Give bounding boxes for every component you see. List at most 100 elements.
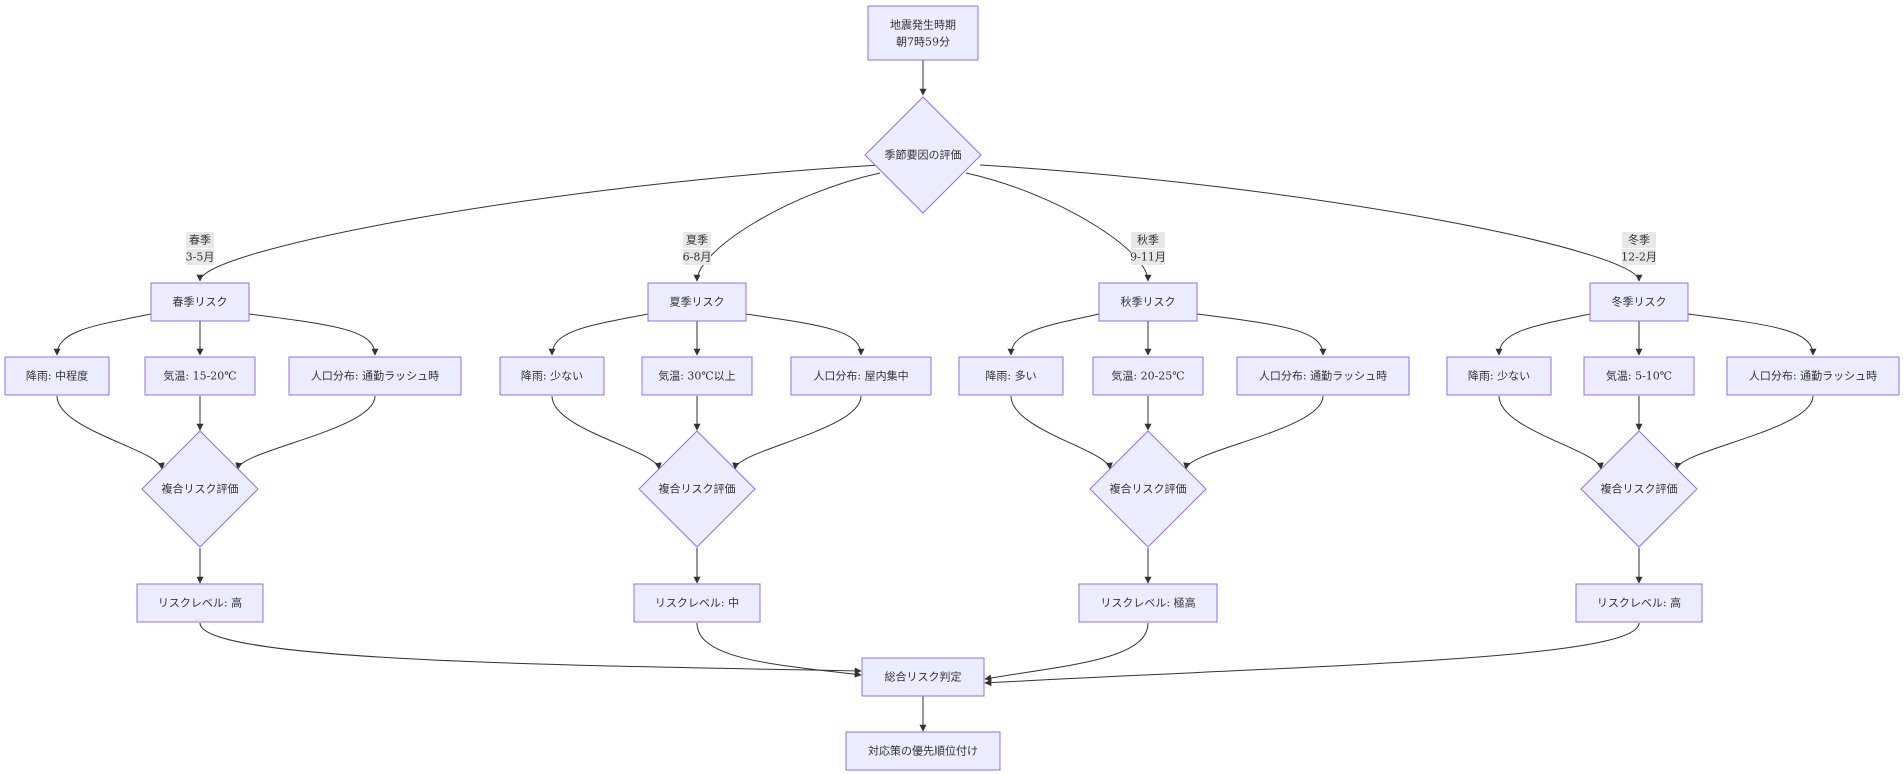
branch-2-edge-from-decision [693, 172, 881, 282]
branch-4-temp-node-label: 気温: 5-10℃ [1606, 369, 1672, 383]
branch-3-eval-node: 複合リスク評価 [1089, 430, 1207, 548]
branch-1-risk-node: 春季リスク [150, 282, 250, 322]
branch-2-level-node-box [633, 583, 761, 623]
branch-2-edge-pop-eval [732, 395, 862, 470]
branch-2-season-label-bg-2 [683, 249, 711, 265]
overall-node-label: 総合リスク判定 [885, 670, 962, 684]
branch-4-risk-node-label: 冬季リスク [1612, 295, 1667, 309]
branch-3-level-node-box [1078, 583, 1218, 623]
branch-1-season-label-text-1: 春季 [189, 234, 211, 247]
branch-2-season-label-text-2: 6-8月 [683, 251, 712, 264]
branch-4-level-node-label: リスクレベル: 高 [1597, 596, 1681, 610]
branch-2-risk-node-label: 夏季リスク [670, 296, 725, 309]
branch-1-eval-node: 複合リスク評価 [141, 430, 259, 548]
branch-1-rain-node-box [4, 356, 110, 396]
branch-1-temp-node: 気温: 15-20℃ [144, 356, 256, 396]
branch-4-level-node: リスクレベル: 高 [1575, 583, 1703, 623]
branch-2-pop-node-box [790, 356, 932, 396]
branch-2-pop-node-label: 人口分布: 屋内集中 [813, 369, 908, 383]
branch-3-eval-node-shape [1089, 430, 1207, 548]
branch-2-season-label-text-1: 夏季 [686, 234, 708, 247]
branch-4-temp-node-box [1583, 356, 1695, 396]
final-node-label: 対応策の優先順位付け [868, 744, 978, 758]
branch-1-temp-node-label: 気温: 15-20℃ [163, 369, 236, 383]
branch-2-eval-node-shape [638, 430, 756, 548]
edges [53, 60, 1817, 732]
branch-3-rain-node-box [958, 356, 1064, 396]
branch-2-season-label-bg-1 [683, 232, 711, 248]
branch-4-edge-from-decision [979, 164, 1643, 282]
start-node-label-2: 朝7時59分 [896, 36, 950, 49]
start-node-label-1: 地震発生時期 [890, 18, 956, 32]
branch-1-rain-node: 降雨: 中程度 [4, 356, 110, 396]
branch-4-rain-node-box [1446, 356, 1552, 396]
branch-3-edge-pop-eval [1183, 395, 1324, 470]
branch-4-edge-risk-pop [1687, 313, 1817, 356]
branch-3-season-label-text-1: 秋季 [1137, 233, 1159, 247]
branch-4-eval-node: 複合リスク評価 [1580, 430, 1698, 548]
branch-3-edge-risk-pop [1196, 313, 1327, 356]
branch-2-rain-node-box [499, 356, 605, 396]
branch-4-rain-node-label: 降雨: 少ない [1468, 369, 1530, 383]
branch-4-season-label-text-1: 冬季 [1628, 233, 1650, 247]
branch-4-edge-rain-eval [1498, 395, 1604, 470]
branch-4-rain-node: 降雨: 少ない [1446, 356, 1552, 396]
branch-3-level-node-label: リスクレベル: 極高 [1100, 596, 1195, 610]
branch-4-season-label-bg-1 [1622, 232, 1656, 248]
branch-4-edge-pop-eval [1674, 395, 1814, 470]
branch-3-temp-node-label: 気温: 20-25℃ [1111, 369, 1184, 383]
branch-2-edge-level-overall [696, 622, 862, 678]
branch-2-temp-node-label: 気温: 30℃以上 [658, 369, 736, 383]
start-node-box [867, 5, 979, 61]
branch-4-season-label-text-2: 12-2月 [1621, 251, 1657, 264]
final-node: 対応策の優先順位付け [845, 731, 1001, 771]
branch-3-eval-node-label: 複合リスク評価 [1110, 482, 1187, 496]
branch-3-edge-level-overall [984, 622, 1149, 682]
branch-3-temp-node-box [1092, 356, 1204, 396]
branch-1-risk-node-box [150, 282, 250, 322]
branch-1-edge-risk-pop [248, 313, 379, 356]
season-decision-label: 季節要因の評価 [885, 148, 962, 162]
overall-node-box [861, 657, 985, 697]
branch-3-edge-from-decision [965, 172, 1152, 282]
branch-4-eval-node-label: 複合リスク評価 [1601, 482, 1678, 496]
branch-4-risk-node-box [1589, 282, 1689, 322]
branch-4-edge-level-overall [984, 622, 1640, 687]
branch-4-pop-node: 人口分布: 通勤ラッシュ時 [1726, 356, 1900, 396]
branch-1-pop-node-label: 人口分布: 通勤ラッシュ時 [311, 370, 439, 383]
branch-1-edge-risk-rain [53, 313, 152, 356]
branch-3-pop-node-label: 人口分布: 通勤ラッシュ時 [1259, 370, 1387, 383]
branch-2-level-node: リスクレベル: 中 [633, 583, 761, 623]
branch-1-eval-node-label: 複合リスク評価 [162, 482, 239, 496]
overall-node: 総合リスク判定 [861, 657, 985, 697]
branch-3-risk-node-box [1098, 282, 1198, 322]
branch-1-season-label-text-2: 3-5月 [186, 251, 215, 264]
branch-1-pop-node-box [288, 356, 462, 396]
branch-2-eval-node: 複合リスク評価 [638, 430, 756, 548]
branch-2-risk-node: 夏季リスク [647, 282, 747, 322]
branch-3-rain-node: 降雨: 多い [958, 356, 1064, 396]
branch-1-level-node-box [136, 583, 264, 623]
branch-2-season-label: 夏季 6-8月 [683, 232, 712, 265]
branch-4-level-node-box [1575, 583, 1703, 623]
branch-1-pop-node: 人口分布: 通勤ラッシュ時 [288, 356, 462, 396]
branch-1-edge-from-decision [196, 164, 881, 282]
branch-2-rain-node-label: 降雨: 少ない [521, 369, 583, 383]
branch-3-rain-node-label: 降雨: 多い [985, 369, 1036, 383]
branch-4-season-label: 冬季 12-2月 [1621, 232, 1657, 265]
branch-3-temp-node: 気温: 20-25℃ [1092, 356, 1204, 396]
branch-1-rain-node-label: 降雨: 中程度 [26, 369, 88, 383]
branch-2-level-node-label: リスクレベル: 中 [655, 597, 739, 610]
branch-1-temp-node-box [144, 356, 256, 396]
branch-1-edge-rain-eval [56, 395, 165, 470]
branch-1-level-node: リスクレベル: 高 [136, 583, 264, 623]
branch-2-temp-node: 気温: 30℃以上 [641, 356, 753, 396]
branch-2-rain-node: 降雨: 少ない [499, 356, 605, 396]
branch-3-level-node: リスクレベル: 極高 [1078, 583, 1218, 623]
branch-4-season-label-bg-2 [1622, 249, 1656, 265]
branch-2-risk-node-box [647, 282, 747, 322]
branch-3-pop-node: 人口分布: 通勤ラッシュ時 [1236, 356, 1410, 396]
